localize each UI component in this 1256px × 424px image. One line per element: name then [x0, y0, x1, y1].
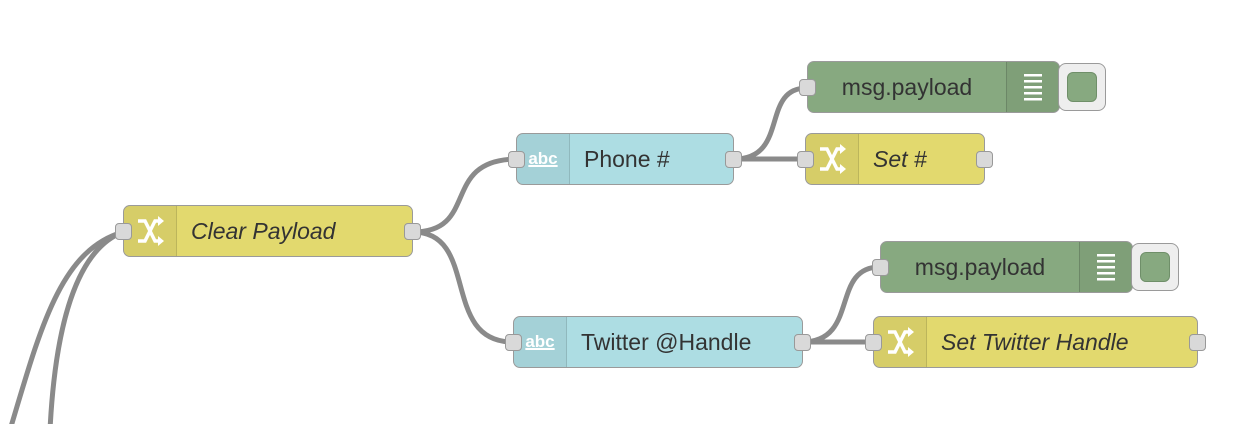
- phone-node[interactable]: abc Phone #: [516, 133, 734, 185]
- wire-twitter-to-debug[interactable]: [799, 264, 883, 345]
- shuffle-icon: [806, 134, 859, 184]
- debug-top-label: msg.payload: [841, 73, 973, 100]
- clear-payload-input-port[interactable]: [115, 223, 132, 240]
- debug-top-toggle-button[interactable]: [1058, 63, 1106, 111]
- debug-bottom-label: msg.payload: [914, 253, 1046, 280]
- set-phone-output-port[interactable]: [976, 151, 993, 168]
- set-twitter-input-port[interactable]: [865, 334, 882, 351]
- set-twitter-label: Set Twitter Handle: [941, 328, 1129, 355]
- clear-payload-node[interactable]: Clear Payload: [123, 205, 413, 257]
- twitter-label: Twitter @Handle: [581, 328, 752, 355]
- debug-top-toggle-indicator: [1067, 72, 1097, 102]
- debug-node-bottom[interactable]: msg.payload: [880, 241, 1133, 293]
- set-twitter-output-port[interactable]: [1189, 334, 1206, 351]
- set-phone-node[interactable]: Set #: [805, 133, 985, 185]
- debug-top-input-port[interactable]: [799, 79, 816, 96]
- wire-clear-to-phone[interactable]: [410, 156, 519, 235]
- set-phone-label: Set #: [873, 145, 927, 172]
- twitter-output-port[interactable]: [794, 334, 811, 351]
- list-icon: [1079, 242, 1132, 292]
- set-phone-input-port[interactable]: [797, 151, 814, 168]
- shuffle-icon: [874, 317, 927, 367]
- wire-clear-to-twitter[interactable]: [410, 229, 516, 345]
- wire-incoming-1[interactable]: [9, 229, 126, 424]
- phone-label: Phone #: [584, 145, 670, 172]
- set-twitter-node[interactable]: Set Twitter Handle: [873, 316, 1198, 368]
- phone-input-port[interactable]: [508, 151, 525, 168]
- phone-output-port[interactable]: [725, 151, 742, 168]
- wire-incoming-2[interactable]: [47, 229, 126, 424]
- debug-bottom-input-port[interactable]: [872, 259, 889, 276]
- list-icon: [1006, 62, 1059, 112]
- clear-payload-label: Clear Payload: [191, 217, 336, 244]
- shuffle-icon: [124, 206, 177, 256]
- abc-icon: abc: [517, 134, 570, 184]
- twitter-input-port[interactable]: [505, 334, 522, 351]
- debug-bottom-toggle-button[interactable]: [1131, 243, 1179, 291]
- abc-icon: abc: [514, 317, 567, 367]
- debug-node-top[interactable]: msg.payload: [807, 61, 1060, 113]
- clear-payload-output-port[interactable]: [404, 223, 421, 240]
- twitter-node[interactable]: abc Twitter @Handle: [513, 316, 803, 368]
- debug-bottom-toggle-indicator: [1140, 252, 1170, 282]
- wire-phone-to-debug[interactable]: [731, 85, 810, 162]
